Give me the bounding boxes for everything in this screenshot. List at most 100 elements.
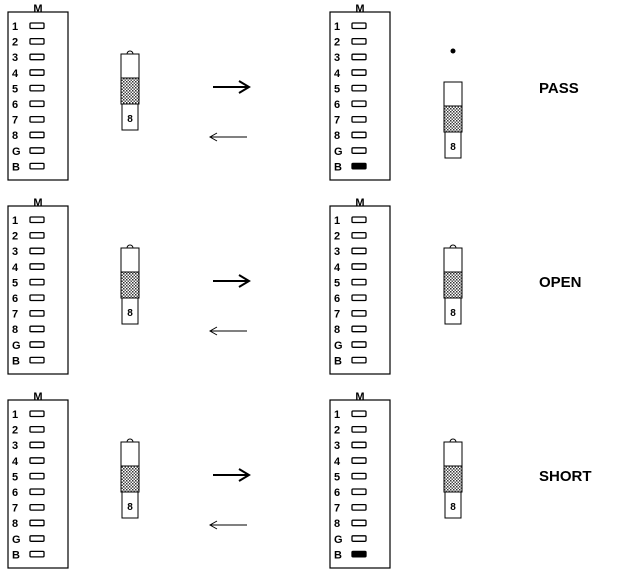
led-off — [351, 231, 367, 239]
led-off — [351, 503, 367, 511]
pin-label: G — [334, 534, 343, 546]
led-off — [29, 441, 45, 449]
led-lit — [351, 550, 367, 558]
tester-panel — [329, 399, 391, 569]
led-off — [351, 100, 367, 108]
pin-label: 6 — [12, 99, 18, 111]
led-off — [351, 263, 367, 270]
connector-plug-icon: 8 — [443, 438, 463, 519]
panel-header: M — [355, 197, 364, 209]
pin-label: 7 — [334, 115, 340, 127]
pin-label: 1 — [334, 215, 340, 227]
led-off — [29, 231, 45, 239]
pin-label: 4 — [334, 456, 341, 468]
pin-label: 7 — [12, 115, 18, 127]
status-label: OPEN — [539, 274, 582, 291]
arrow-right-icon — [213, 274, 251, 288]
led-off — [351, 247, 367, 255]
pin-label: 2 — [334, 425, 340, 437]
pin-label: 8 — [334, 518, 340, 530]
panel-header: M — [33, 391, 42, 403]
led-off — [29, 115, 45, 123]
connector-pin-label: 8 — [127, 308, 133, 319]
pin-label: 3 — [334, 246, 340, 258]
led-off — [29, 278, 45, 286]
pin-label: G — [334, 340, 343, 352]
led-off — [351, 472, 367, 480]
led-off — [29, 325, 45, 333]
led-off — [29, 22, 45, 30]
pin-label: 1 — [12, 409, 18, 421]
led-off — [29, 263, 45, 270]
pin-label: 1 — [12, 215, 18, 227]
connector-plug-icon: 8 — [120, 50, 140, 131]
led-off — [29, 84, 45, 92]
led-off — [29, 519, 45, 527]
arrow-left-icon — [208, 132, 247, 142]
pin-label: 2 — [12, 231, 18, 243]
led-off — [351, 535, 367, 542]
arrow-left-icon — [208, 326, 247, 336]
led-off — [351, 37, 367, 45]
pin-label: 5 — [12, 83, 18, 95]
pin-label: 4 — [334, 262, 341, 274]
connector-pin-label: 8 — [450, 142, 456, 153]
pin-label: 3 — [12, 246, 18, 258]
led-off — [351, 457, 367, 464]
connector-plug-icon: 8 — [443, 81, 463, 159]
connector-plug-icon: 8 — [120, 438, 140, 519]
panel-header: M — [355, 3, 364, 15]
pin-label: 4 — [12, 68, 19, 80]
led-off — [29, 503, 45, 511]
led-off — [351, 131, 367, 139]
led-off — [29, 457, 45, 464]
led-off — [351, 309, 367, 317]
pin-label: 5 — [334, 471, 340, 483]
pin-dot — [450, 48, 456, 54]
connector-pin-label: 8 — [127, 114, 133, 125]
pin-label: 3 — [12, 52, 18, 64]
pin-label: B — [334, 355, 342, 367]
connector-pin-label: 8 — [450, 308, 456, 319]
led-off — [29, 472, 45, 480]
pin-label: 6 — [12, 487, 18, 499]
pin-label: B — [12, 161, 20, 173]
led-off — [29, 37, 45, 45]
pin-label: 7 — [334, 503, 340, 515]
led-off — [29, 247, 45, 255]
tester-panel — [329, 11, 391, 181]
led-off — [351, 147, 367, 154]
led-off — [351, 69, 367, 76]
led-lit — [351, 162, 367, 170]
pin-label: 8 — [334, 130, 340, 142]
led-off — [351, 488, 367, 496]
led-off — [351, 115, 367, 123]
pin-label: 8 — [12, 324, 18, 336]
pin-label: B — [12, 549, 20, 561]
led-off — [29, 425, 45, 433]
led-off — [351, 216, 367, 224]
led-off — [29, 69, 45, 76]
pin-label: 2 — [334, 231, 340, 243]
pin-label: G — [12, 146, 21, 158]
pin-label: 3 — [12, 440, 18, 452]
pin-label: 5 — [334, 83, 340, 95]
led-off — [29, 410, 45, 418]
connector-plug-icon: 8 — [120, 244, 140, 325]
led-off — [29, 535, 45, 542]
led-off — [351, 278, 367, 286]
pin-label: 6 — [12, 293, 18, 305]
led-off — [29, 356, 45, 364]
pin-label: 5 — [334, 277, 340, 289]
pin-label: B — [334, 161, 342, 173]
pin-label: 5 — [12, 277, 18, 289]
panel-header: M — [33, 3, 42, 15]
led-off — [29, 488, 45, 496]
connector-pin-label: 8 — [450, 502, 456, 513]
led-off — [29, 550, 45, 558]
led-off — [351, 294, 367, 302]
led-off — [351, 519, 367, 527]
